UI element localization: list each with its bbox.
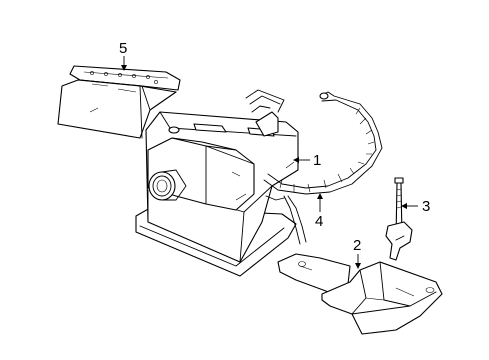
arrow-1 — [293, 157, 299, 163]
part-2-battery-tray — [277, 253, 443, 335]
callout-1: 1 — [313, 152, 321, 169]
part-5-hold-down-cover — [57, 65, 181, 139]
arrow-3 — [401, 203, 407, 209]
callout-5: 5 — [119, 40, 127, 57]
part-1-battery-assembly — [135, 111, 299, 277]
arrow-5 — [121, 65, 127, 71]
part-3-hold-down-bolt — [385, 177, 413, 261]
part-4-battery-cable — [245, 89, 383, 245]
callout-2: 2 — [353, 237, 361, 254]
callout-3: 3 — [422, 198, 430, 215]
arrow-4 — [317, 193, 323, 199]
callout-labels: 5 1 4 3 2 — [119, 40, 430, 254]
leader-lines — [121, 56, 418, 269]
callout-4: 4 — [315, 213, 323, 230]
arrow-2 — [355, 263, 361, 269]
